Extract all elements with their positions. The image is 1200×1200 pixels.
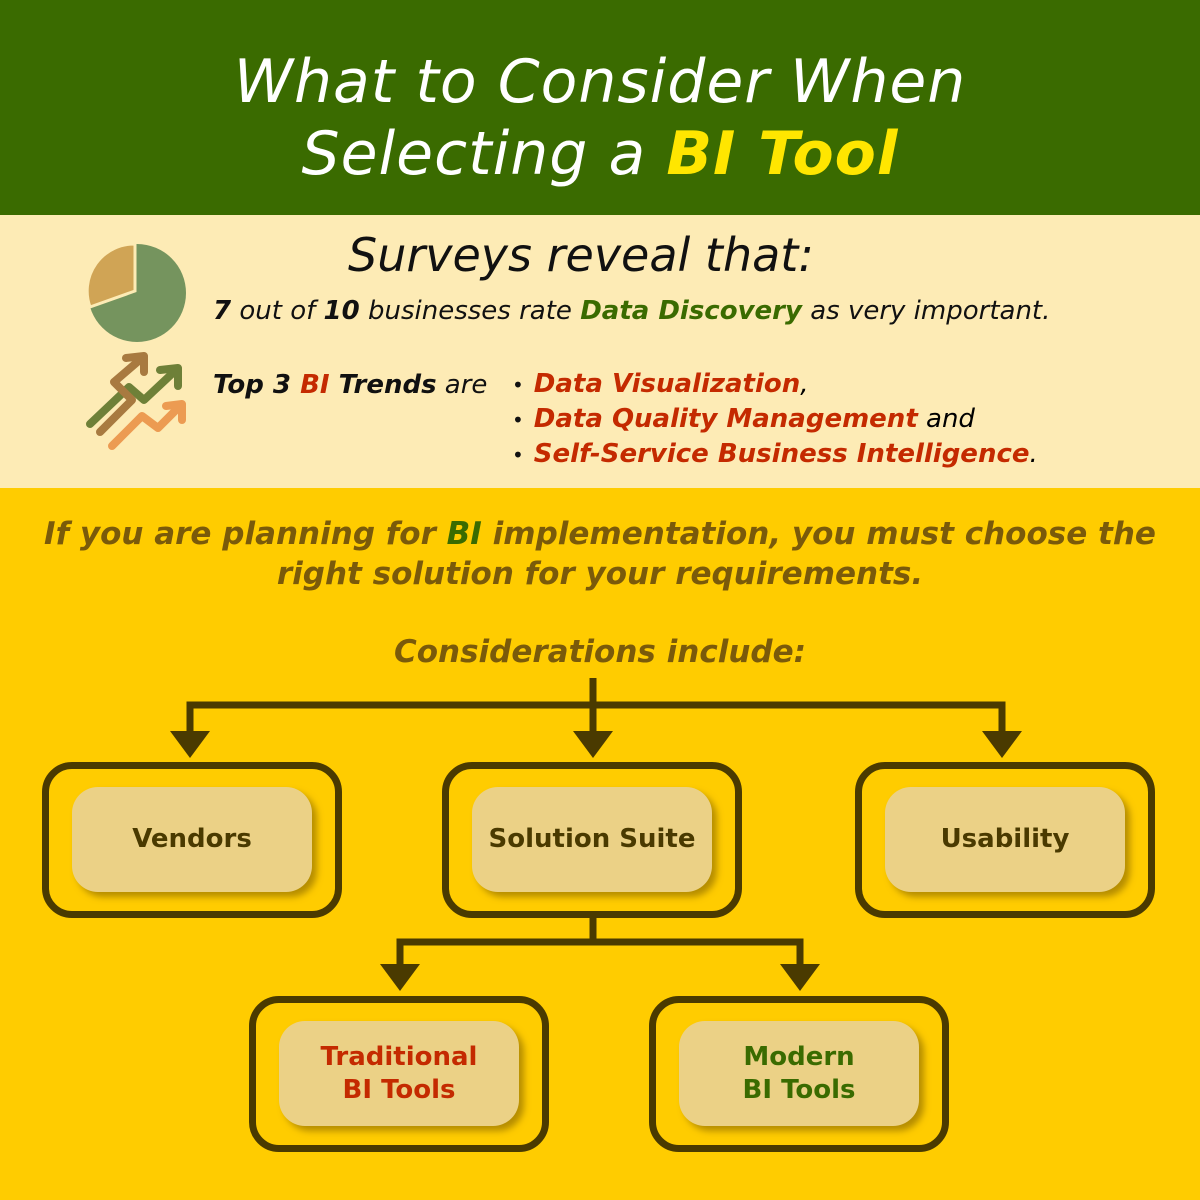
trends-text: Trends bbox=[329, 370, 437, 400]
survey-title: Surveys reveal that: bbox=[348, 228, 814, 282]
trends-lead: Top 3 BI Trends are bbox=[213, 370, 487, 400]
trend-list: Data Visualization, Data Quality Managem… bbox=[512, 367, 1038, 472]
arrow-down-icon bbox=[170, 731, 210, 758]
trend-arrows-icon bbox=[86, 352, 186, 450]
arrow-down-icon bbox=[982, 731, 1022, 758]
header-banner: What to Consider When Selecting a BI Too… bbox=[0, 0, 1200, 215]
usability-frame bbox=[855, 762, 1155, 918]
stat-text: out of bbox=[231, 296, 324, 326]
arrow-down-icon bbox=[573, 731, 613, 758]
pie-slice-minor bbox=[85, 242, 137, 309]
trend-item: Self-Service Business Intelligence. bbox=[512, 437, 1038, 472]
trend-label: Data Visualization bbox=[533, 369, 801, 399]
stat-num: 10 bbox=[323, 296, 360, 326]
trend-suffix: , bbox=[800, 369, 809, 399]
plan-text: implementation, you must choose the righ… bbox=[276, 516, 1156, 592]
node-traditional-bi-tools: Traditional BI Tools bbox=[279, 1021, 519, 1126]
title-highlight: BI Tool bbox=[666, 119, 899, 189]
title-line-2: Selecting a BI Tool bbox=[0, 118, 1200, 190]
arrow-down-icon bbox=[380, 964, 420, 991]
trend-suffix: . bbox=[1029, 439, 1038, 469]
vendors-frame bbox=[42, 762, 342, 918]
plan-text: If you are planning for bbox=[44, 516, 447, 552]
planning-statement: If you are planning for BI implementatio… bbox=[30, 514, 1170, 594]
node-vendors: Vendors bbox=[72, 787, 312, 892]
solution-suite-frame bbox=[442, 762, 742, 918]
node-usability: Usability bbox=[885, 787, 1125, 892]
plan-bi: BI bbox=[446, 516, 482, 552]
trend-label: Self-Service Business Intelligence bbox=[533, 439, 1030, 469]
trend-item: Data Quality Management and bbox=[512, 402, 1038, 437]
trends-text: are bbox=[436, 370, 488, 400]
node-modern-bi-tools: Modern BI Tools bbox=[679, 1021, 919, 1126]
title-line-1: What to Consider When bbox=[233, 47, 967, 117]
modern-frame bbox=[649, 996, 949, 1152]
trend-suffix: and bbox=[917, 404, 975, 434]
traditional-frame bbox=[249, 996, 549, 1152]
arrow-down-icon bbox=[780, 964, 820, 991]
considerations-heading: Considerations include: bbox=[393, 634, 807, 670]
stat-text: businesses rate bbox=[359, 296, 581, 326]
survey-stat: 7 out of 10 businesses rate Data Discove… bbox=[213, 296, 1050, 326]
stat-text: as very important. bbox=[801, 296, 1051, 326]
trend-label: Data Quality Management bbox=[533, 404, 918, 434]
node-solution-suite: Solution Suite bbox=[472, 787, 712, 892]
trend-item: Data Visualization, bbox=[512, 367, 1038, 402]
title-prefix: Selecting a bbox=[301, 119, 667, 189]
trends-bi: BI bbox=[300, 370, 330, 400]
pie-chart-icon bbox=[85, 242, 186, 342]
stat-num: 7 bbox=[213, 296, 232, 326]
trends-text: Top 3 bbox=[213, 370, 301, 400]
stat-highlight: Data Discovery bbox=[580, 296, 802, 326]
